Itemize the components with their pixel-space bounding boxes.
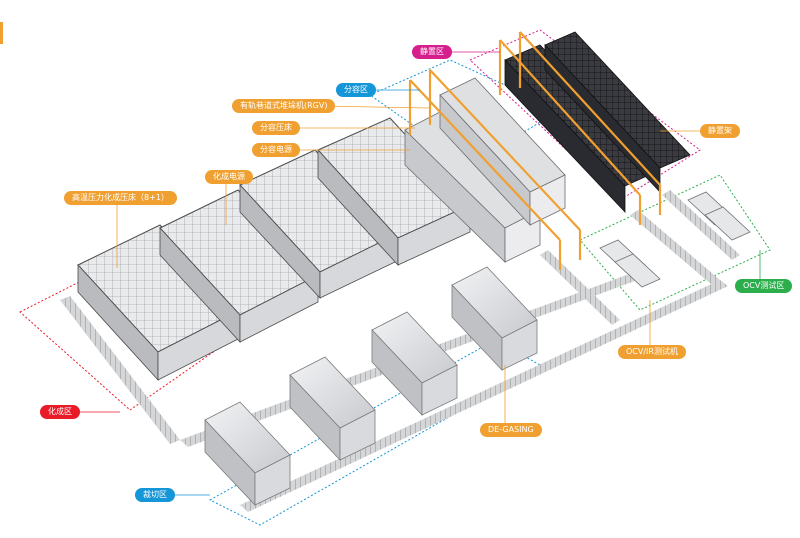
degassing-tag: DE-GASING (480, 423, 542, 437)
cutting-zone-outline (208, 339, 542, 526)
formation-press-machines (77, 117, 471, 382)
ocv-zone-tag: OCV测试区 (735, 279, 793, 293)
cutting-zone-tag: 裁切区 (135, 488, 175, 502)
degassing-enclosures (204, 266, 538, 507)
capacity-press-tag: 分容压床 (252, 121, 300, 135)
static-racks (504, 31, 691, 214)
ocv-machine-tag: OCV/IR测试机 (618, 345, 686, 359)
high-temp-press-tag: 高温压力化成压床（8+1） (64, 191, 177, 205)
ocv-machines (599, 191, 751, 288)
formation-power-tag: 化成电源 (205, 170, 253, 184)
static-zone-tag: 静置区 (412, 45, 452, 59)
capacity-power-tag: 分容电源 (252, 143, 300, 157)
capacity-zone-tag: 分容区 (336, 83, 376, 97)
accent-mark (0, 22, 3, 44)
static-zone-outline (469, 29, 701, 201)
static-rack-tag: 静置架 (700, 124, 740, 138)
formation-zone-tag: 化成区 (40, 405, 80, 419)
ocv-zone-outline (579, 174, 771, 311)
rgv-tag: 有轨巷道式堆垛机(RGV) (232, 99, 336, 113)
